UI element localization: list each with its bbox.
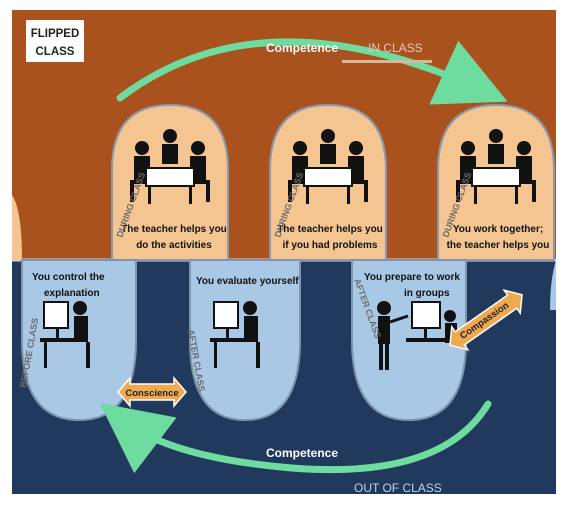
- bottom-competence-arrow: [99, 400, 492, 474]
- in-class-caption-3-line-1: You work together;: [453, 224, 543, 235]
- top-competence-arrow: [116, 38, 508, 105]
- in-class-caption-3-line-2: the teacher helps you: [447, 240, 550, 251]
- in-class-caption-1-line-1: The teacher helps you: [121, 224, 227, 235]
- out-class-caption-3-line-1: You prepare to work: [364, 272, 460, 283]
- partial-bubble-left: [12, 195, 22, 260]
- out-class-caption-2-line-1: You evaluate yourself: [196, 276, 299, 287]
- partial-bubble-right: [550, 260, 556, 310]
- group-meeting-icon-3: [456, 129, 536, 204]
- computer-user-icon-2: [210, 301, 260, 368]
- flipped-class-logo: [26, 20, 84, 62]
- in-class-caption-2-line-2: if you had problems: [282, 240, 377, 251]
- bottom-arrow-sublabel: OUT OF CLASS: [354, 481, 442, 494]
- compassion-badge: [449, 288, 523, 352]
- top-arrow-label: Competence: [266, 41, 338, 55]
- presenter-computer-icon: [377, 301, 457, 370]
- logo-line-1: FLIPPED: [31, 28, 80, 40]
- group-meeting-icon-2: [288, 129, 368, 204]
- out-class-caption-1-line-1: You control the: [32, 272, 105, 283]
- conscience-label: Conscience: [125, 388, 178, 399]
- bottom-arrow-label: Competence: [266, 446, 338, 460]
- in-class-underline: [342, 60, 432, 63]
- conscience-badge: [117, 375, 187, 409]
- flipped-class-diagram: FLIPPED CLASS Competence IN CLASS Compet…: [12, 10, 556, 494]
- in-class-caption-1-line-2: do the activities: [136, 240, 212, 251]
- in-class-caption-2-line-1: The teacher helps you: [277, 224, 383, 235]
- group-meeting-icon-1: [130, 129, 210, 204]
- computer-user-icon-1: [40, 301, 90, 368]
- out-class-caption-1-line-2: explanation: [44, 288, 100, 299]
- out-class-caption-3-line-2: in groups: [404, 288, 450, 299]
- top-arrow-sublabel: IN CLASS: [368, 41, 423, 55]
- logo-line-2: CLASS: [36, 46, 75, 58]
